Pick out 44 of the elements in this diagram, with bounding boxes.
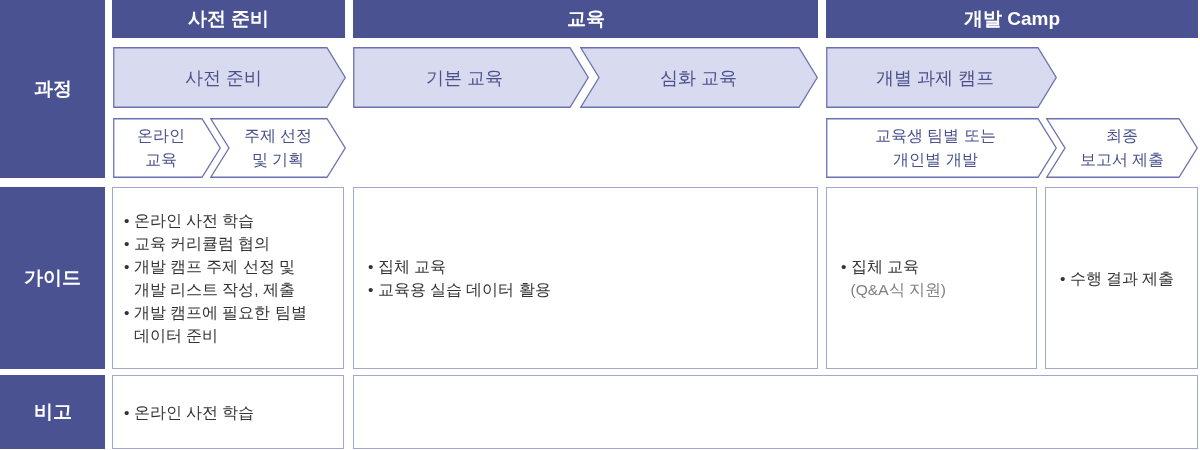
step-label: 개별 과제 캠프 — [876, 66, 995, 90]
bullet-text: • 교육 커리큘럼 협의 — [124, 234, 271, 254]
chevron-step — [353, 47, 589, 108]
column-header-label: 개발 Camp — [963, 7, 1061, 31]
column-header — [353, 0, 818, 38]
column-header-label: 사전 준비 — [187, 7, 270, 31]
chevron-substep — [210, 118, 346, 178]
remark-panel — [353, 375, 1198, 449]
column-header — [112, 0, 345, 38]
row-header — [0, 375, 105, 449]
row-header-label: 비고 — [33, 400, 72, 424]
step-label: 온라인 교육 — [137, 126, 185, 170]
chevron-step — [113, 47, 346, 108]
guide-panel — [826, 187, 1037, 369]
column-header — [826, 0, 1198, 38]
bullet-text: • 집체 교육 — [368, 257, 447, 277]
step-label: 주제 선정 및 기획 — [243, 126, 313, 170]
bullet-text: • 수행 결과 제출 — [1060, 268, 1175, 289]
note-text: (Q&A식 지원) — [849, 280, 946, 300]
guide-panel — [1045, 187, 1198, 369]
step-label: 교육생 팀별 또는 개인별 개발 — [875, 126, 996, 170]
row-header-label: 가이드 — [24, 266, 81, 290]
row-header-label: 과정 — [33, 77, 72, 101]
step-label: 최종 보고서 제출 — [1079, 126, 1165, 170]
row-header — [0, 187, 105, 369]
bullet-text: • 교육용 실습 데이터 활용 — [368, 280, 551, 300]
step-label: 사전 준비 — [185, 66, 262, 90]
step-label: 심화 교육 — [660, 66, 738, 90]
guide-panel — [353, 187, 818, 369]
remark-panel — [112, 375, 344, 449]
bullet-text: • 집체 교육 — [841, 257, 920, 277]
guide-panel — [112, 187, 344, 369]
chevron-substep — [1046, 118, 1198, 178]
chevron-substep — [113, 118, 221, 178]
bullet-text: • 개발 캠프에 필요한 팀별 데이터 준비 — [124, 303, 307, 346]
chevron-step — [826, 47, 1057, 108]
row-header — [0, 0, 105, 178]
column-header-label: 교육 — [566, 7, 605, 31]
chevron-step — [580, 47, 818, 108]
chevron-substep — [826, 118, 1057, 178]
bullet-text: • 온라인 사전 학습 — [124, 211, 255, 231]
bullet-text: • 온라인 사전 학습 — [124, 402, 255, 423]
step-label: 기본 교육 — [426, 66, 504, 90]
bullet-text: • 개발 캠프 주제 선정 및 개발 리스트 작성, 제출 — [124, 257, 295, 300]
